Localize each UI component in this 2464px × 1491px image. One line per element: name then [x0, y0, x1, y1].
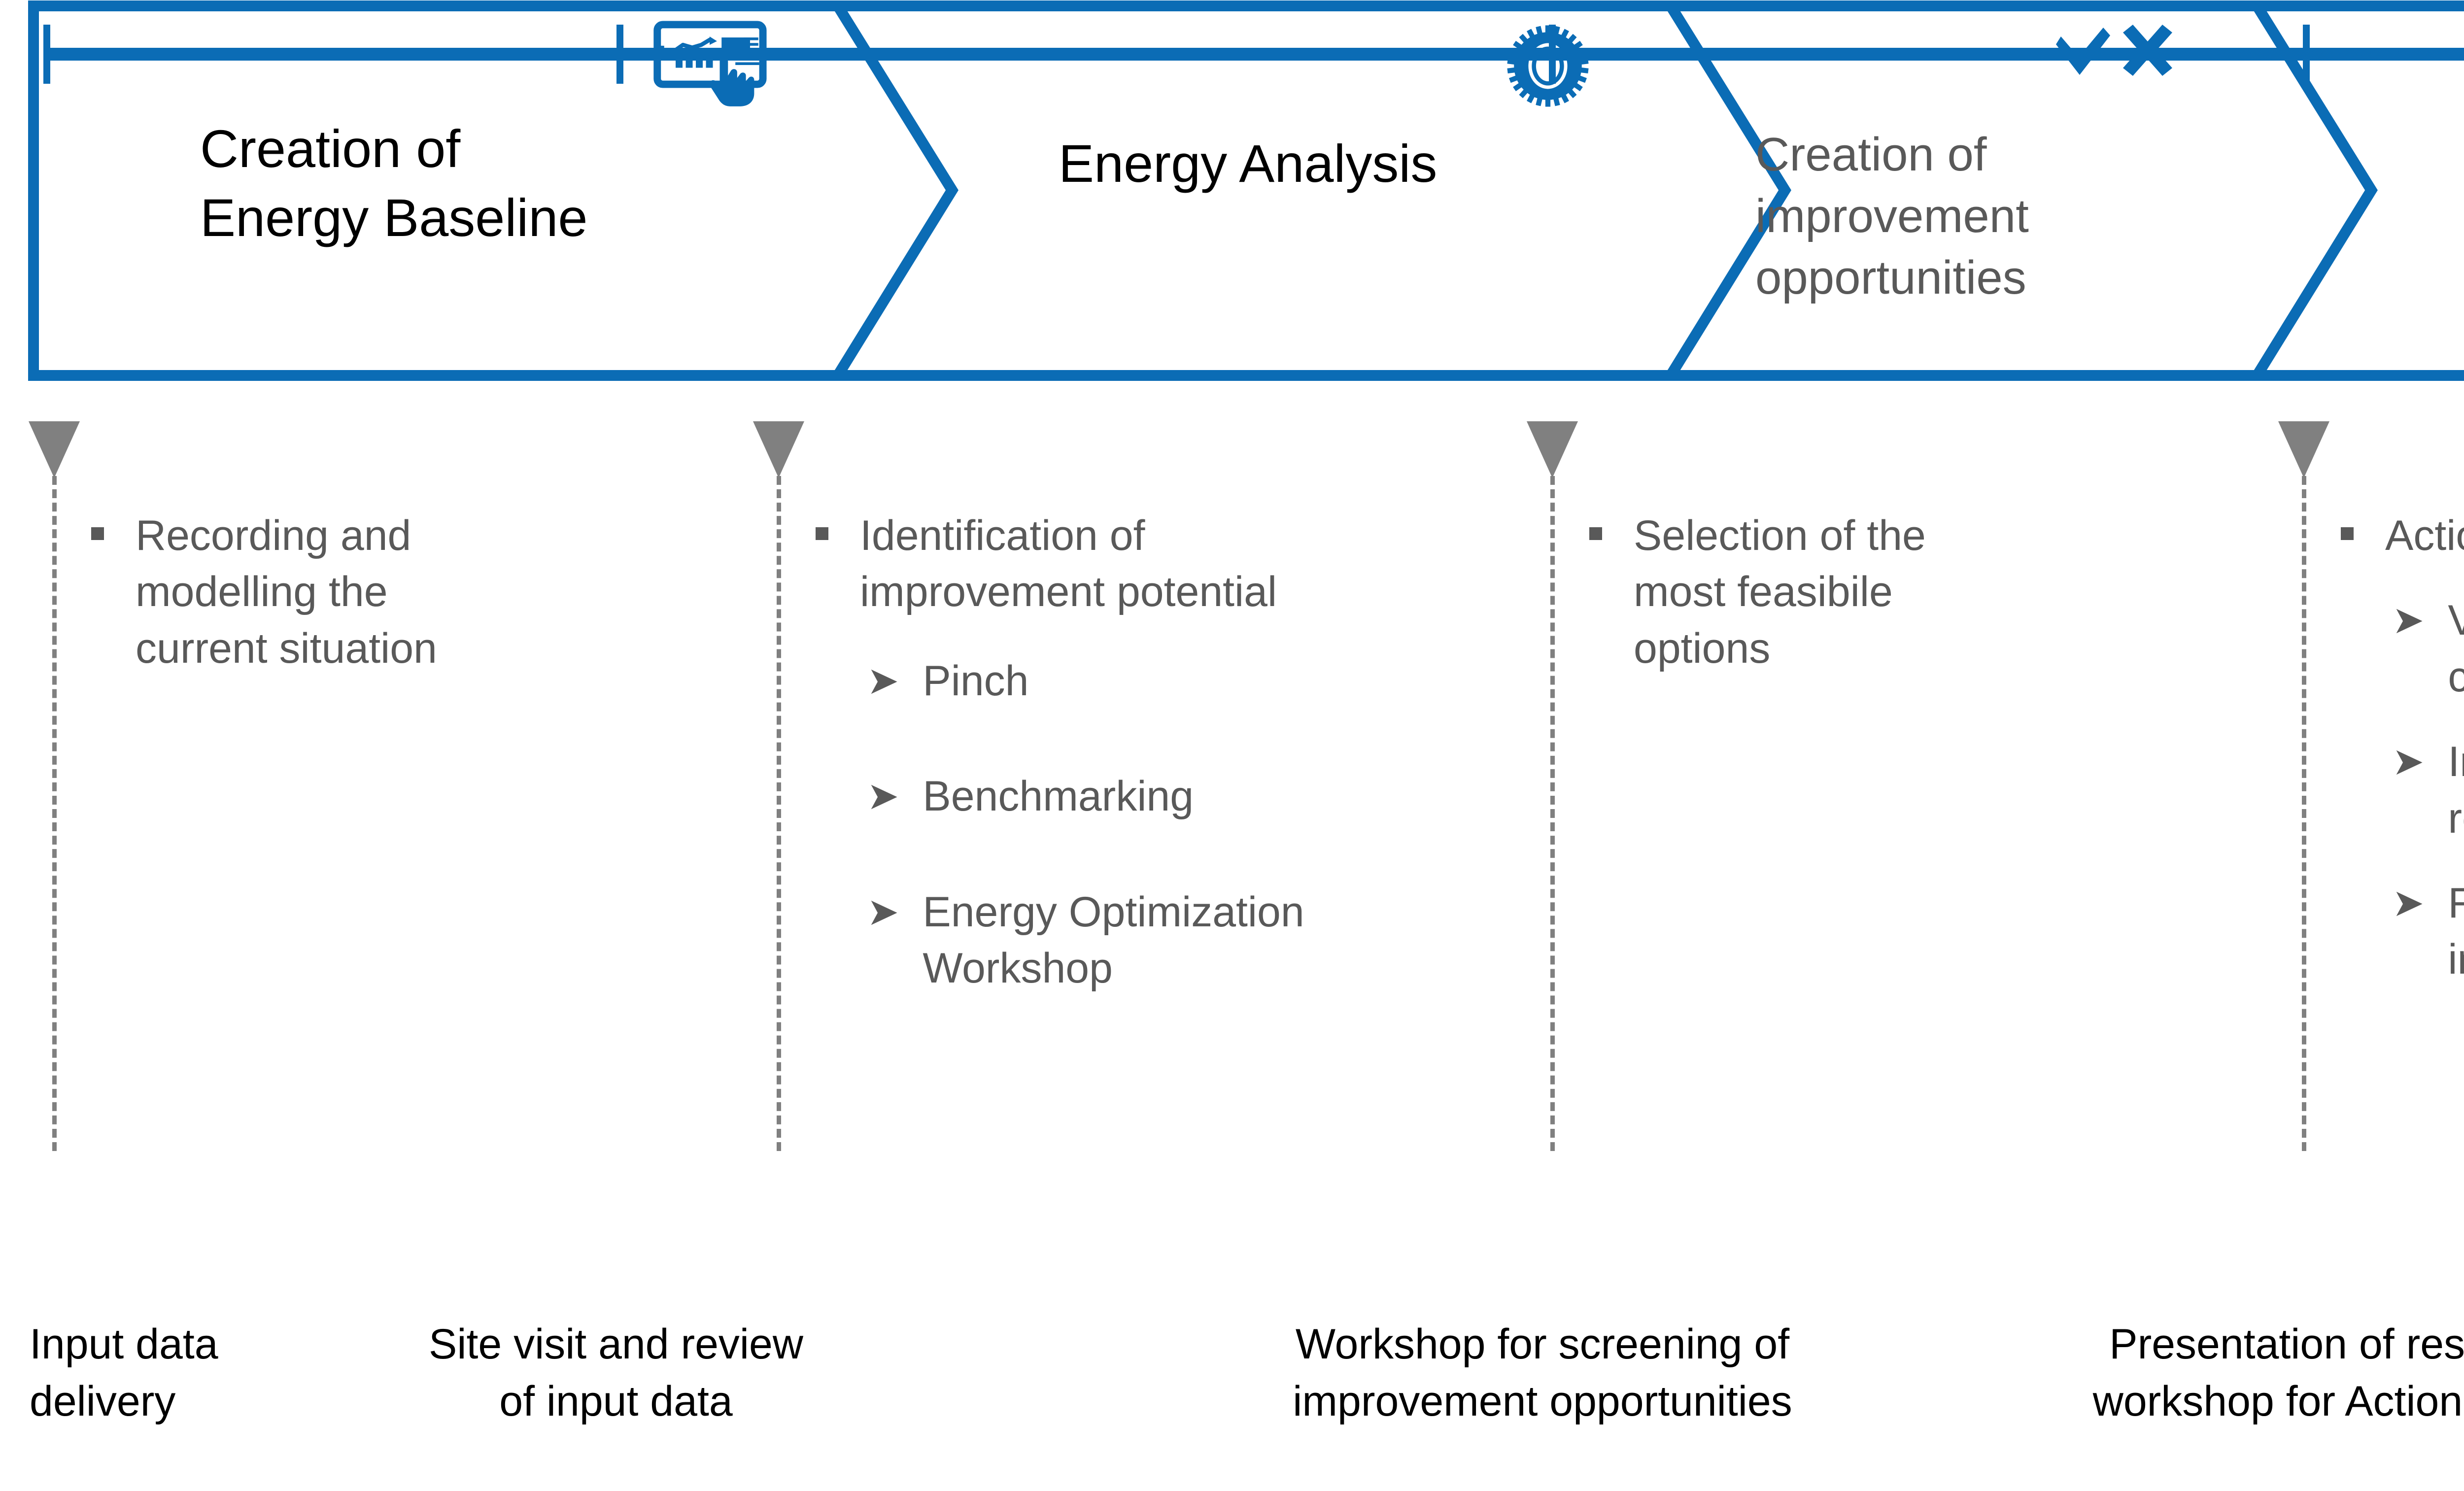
arrow-bullet-icon: ➤ [867, 889, 899, 934]
list-item: Selection of the most feasibile options [1589, 508, 2205, 677]
list-item-label: Recording and modelling the current situ… [136, 512, 437, 672]
list-item: ➤ Benchmarking [867, 768, 1506, 824]
list-item: ➤ Includes responsibilities [2392, 734, 2464, 847]
list-item: Identification of improvement potential [816, 508, 1506, 620]
list-item: ➤ Verified by the customer [2392, 592, 2464, 705]
timeline-axis [43, 25, 2464, 84]
drop-marker-triangle-1 [29, 421, 80, 478]
square-bullet-icon [1589, 527, 1602, 540]
phase-title-creation-energy-baseline: Creation of Energy Baseline [200, 119, 588, 248]
chevron-divider-2 [1666, 3, 1791, 378]
arrow-bullet-icon: ➤ [867, 658, 899, 703]
arrow-bullet-icon: ➤ [2392, 881, 2425, 925]
timeline-label-site-visit-review: Site visit and review of input data [429, 1321, 803, 1425]
list-item: ➤ Energy Optimization Workshop [867, 884, 1506, 997]
chevron-divider-3 [2252, 3, 2378, 378]
list-item-label: Verified by the customer [2448, 597, 2464, 701]
square-bullet-icon [816, 527, 828, 540]
dropline-3 [1550, 476, 1555, 1151]
list-item-label: Benchmarking [923, 773, 1194, 820]
timeline-label-input-data-delivery: Input data delivery [30, 1321, 218, 1425]
column-opportunities: Selection of the most feasibile options [1589, 508, 2205, 677]
arrow-bullet-icon: ➤ [867, 774, 899, 819]
arrow-bullet-icon: ➤ [2392, 740, 2425, 784]
column-baseline: Recording and modelling the current situ… [91, 508, 707, 677]
square-bullet-icon [2341, 527, 2354, 540]
list-item-label: Action Plan [2385, 512, 2464, 559]
chevron-divider-1 [833, 3, 958, 378]
drop-marker-triangle-3 [1527, 421, 1578, 478]
check-icon [2056, 28, 2110, 75]
arrow-bullet-icon: ➤ [2392, 598, 2425, 643]
dropline-1 [52, 476, 57, 1151]
list-item: ➤ Ready for implementation [2392, 875, 2464, 988]
list-item-label: Energy Optimization Workshop [923, 888, 1304, 992]
column-action-plan: Action Plan ➤ Verified by the customer ➤… [2341, 508, 2464, 988]
list-item: Action Plan [2341, 508, 2464, 564]
banner-outline [28, 0, 2464, 381]
drop-marker-triangle-2 [753, 421, 804, 478]
list-item-label: Pinch [923, 657, 1029, 705]
phase-banner [28, 0, 2464, 381]
dropline-2 [777, 476, 781, 1151]
phase-title-energy-analysis: Energy Analysis [1059, 134, 1437, 193]
list-item: ➤ Pinch [867, 653, 1506, 709]
column-analysis: Identification of improvement potential … [816, 508, 1506, 996]
list-item: Recording and modelling the current situ… [91, 508, 707, 677]
timeline-label-workshop-screening: Workshop for screening of improvement op… [1293, 1321, 1792, 1425]
list-item-label: Ready for implementation [2448, 879, 2464, 983]
list-item-label: Selection of the most feasibile options [1634, 512, 1926, 672]
square-bullet-icon [91, 527, 104, 540]
list-item-label: Includes responsibilities [2448, 738, 2464, 842]
dropline-4 [2302, 476, 2306, 1151]
list-item-label: Identification of improvement potential [860, 512, 1277, 616]
phase-title-creation-improvement-opportunities: Creation of improvement opportunities [1755, 128, 2029, 304]
timeline-label-presentation-results: Presentation of results, workshop for Ac… [2092, 1321, 2464, 1425]
drop-marker-triangle-4 [2278, 421, 2329, 478]
